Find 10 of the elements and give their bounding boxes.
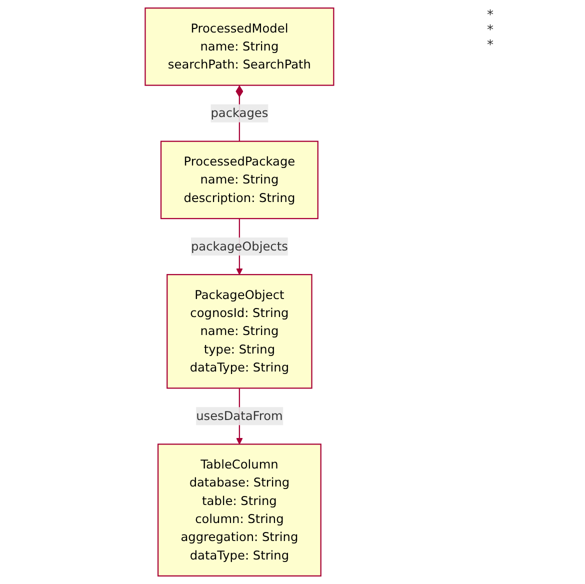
multiplicity-label: * bbox=[487, 23, 494, 38]
edge-label: usesDataFrom bbox=[196, 408, 283, 423]
multiplicity-label: * bbox=[487, 38, 494, 53]
node-box: ProcessedModel name: String searchPath: SearchPath bbox=[144, 7, 334, 86]
node-box: ProcessedPackage name: String description: String bbox=[160, 140, 318, 220]
node-box: TableColumn database: String table: String column: String aggregation: String dataType: String bbox=[158, 444, 322, 577]
edge-label: packageObjects bbox=[191, 238, 288, 254]
edge-label: packages bbox=[210, 106, 268, 120]
node-box: PackageObject cognosId: String name: String type: String dataType: String bbox=[166, 274, 312, 389]
multiplicity-label: * bbox=[487, 8, 494, 23]
